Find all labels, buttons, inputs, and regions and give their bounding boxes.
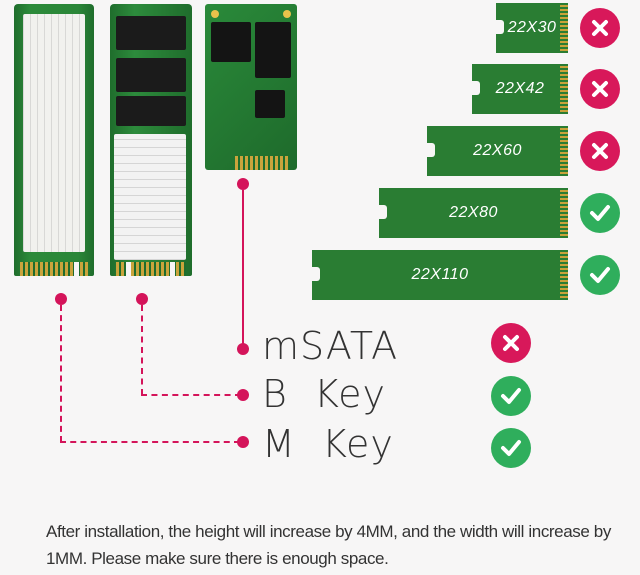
x-icon bbox=[580, 8, 620, 48]
msata-marker bbox=[237, 178, 249, 190]
m-key-ssd-image bbox=[14, 4, 94, 276]
size-label: 22X42 bbox=[495, 80, 545, 97]
size-bar-22x80: 22X80 bbox=[379, 188, 568, 238]
size-bar-22x42: 22X42 bbox=[472, 64, 568, 114]
m-key-label: M Key bbox=[262, 422, 394, 466]
msata-ssd-image bbox=[205, 4, 297, 170]
size-label: 22X110 bbox=[411, 266, 469, 283]
installation-note: After installation, the height will incr… bbox=[46, 522, 611, 568]
size-bar-22x110: 22X110 bbox=[312, 250, 568, 300]
size-bar-22x60: 22X60 bbox=[427, 126, 568, 176]
check-icon bbox=[491, 428, 531, 468]
check-icon bbox=[580, 255, 620, 295]
m-key-marker bbox=[55, 293, 67, 305]
size-label: 22X30 bbox=[507, 19, 557, 36]
b-key-label: B Key bbox=[262, 372, 386, 416]
size-label: 22X80 bbox=[449, 204, 498, 221]
size-label: 22X60 bbox=[473, 142, 522, 159]
x-icon bbox=[580, 131, 620, 171]
size-bar-22x30: 22X30 bbox=[496, 3, 568, 53]
x-icon bbox=[491, 323, 531, 363]
check-icon bbox=[580, 193, 620, 233]
x-icon bbox=[580, 69, 620, 109]
b-key-ssd-image bbox=[110, 4, 192, 276]
msata-label: mSATA bbox=[262, 324, 399, 368]
check-icon bbox=[491, 376, 531, 416]
b-key-marker bbox=[136, 293, 148, 305]
